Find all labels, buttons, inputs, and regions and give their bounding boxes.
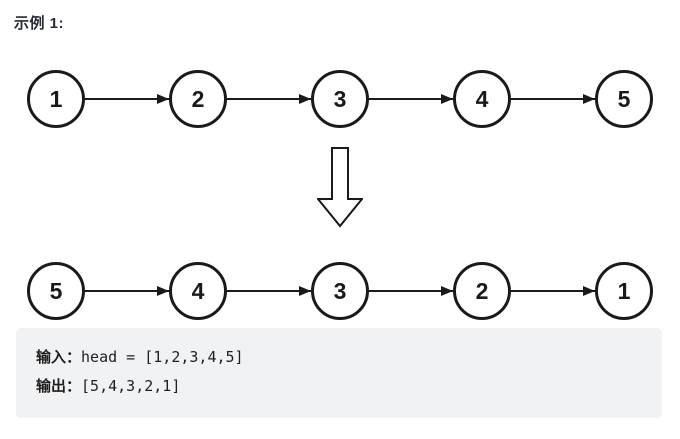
linked-list-after: 5 4 3 2 1 [27,262,653,320]
next-pointer-arrow-icon [85,94,169,104]
output-label: 输出： [36,378,82,395]
down-arrow-icon [317,147,363,228]
next-pointer-arrow-icon [227,286,311,296]
list-node: 3 [311,70,369,128]
next-pointer-arrow-icon [85,286,169,296]
linked-list-before: 1 2 3 4 5 [27,70,653,128]
example-io-box: 输入：head = [1,2,3,4,5] 输出：[5,4,3,2,1] [16,328,662,418]
output-line: 输出：[5,4,3,2,1] [36,372,642,401]
next-pointer-arrow-icon [369,94,453,104]
next-pointer-arrow-icon [227,94,311,104]
list-node: 5 [27,262,85,320]
next-pointer-arrow-icon [511,286,595,296]
list-node: 1 [27,70,85,128]
list-node: 4 [169,262,227,320]
next-pointer-arrow-icon [369,286,453,296]
list-node: 5 [595,70,653,128]
list-node: 1 [595,262,653,320]
list-node: 4 [453,70,511,128]
output-value: [5,4,3,2,1] [81,377,181,395]
input-line: 输入：head = [1,2,3,4,5] [36,343,642,372]
input-label: 输入： [36,349,82,366]
list-node: 2 [169,70,227,128]
next-pointer-arrow-icon [511,94,595,104]
list-node: 2 [453,262,511,320]
list-node: 3 [311,262,369,320]
input-value: head = [1,2,3,4,5] [81,348,244,366]
example-title: 示例 1: [14,15,65,32]
